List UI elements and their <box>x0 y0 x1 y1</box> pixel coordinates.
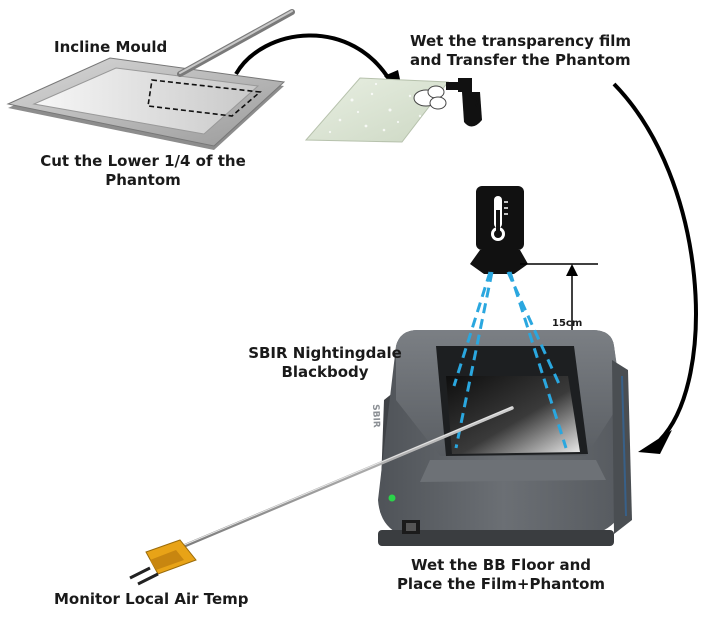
thermocouple-plug <box>129 539 197 586</box>
cut-phantom-line2: Phantom <box>105 171 181 189</box>
blackbody-label: SBIR Nightingdale Blackbody <box>240 344 410 382</box>
monitor-air-label: Monitor Local Air Temp <box>54 590 249 608</box>
wet-floor-line1: Wet the BB Floor and <box>410 556 592 574</box>
ir-beams <box>452 271 568 449</box>
wet-film-label: Wet the transparency film and Transfer t… <box>410 32 631 70</box>
thermocouple-probe <box>182 406 514 548</box>
arrow-film-to-blackbody <box>612 82 698 442</box>
arrow-mould-to-film <box>234 33 394 85</box>
distance-label: 15cm <box>552 318 583 329</box>
status-led <box>388 494 396 502</box>
spray-bottle-icon <box>446 78 482 127</box>
blackbody-device <box>378 330 632 546</box>
blackbody-line1: SBIR Nightingdale <box>248 344 402 362</box>
wet-floor-label: Wet the BB Floor and Place the Film+Phan… <box>376 556 626 594</box>
wet-film-line1: Wet the transparency film <box>410 32 632 50</box>
cut-phantom-label: Cut the Lower 1/4 of the Phantom <box>28 152 258 190</box>
wet-film-line2: and Transfer the Phantom <box>410 51 631 69</box>
transparency-film <box>304 77 449 143</box>
incline-mould-label: Incline Mould <box>54 38 168 56</box>
arrow-film-to-blackbody-head <box>638 430 672 454</box>
wet-floor-line2: Place the Film+Phantom <box>396 575 606 593</box>
cut-phantom-line1: Cut the Lower 1/4 of the <box>40 152 246 170</box>
incline-mould <box>6 9 295 150</box>
thermometer-icon <box>491 196 508 241</box>
blackbody-line2: Blackbody <box>281 363 369 381</box>
spray-mist <box>413 85 447 110</box>
blackbody-side-text: SBIR <box>370 404 381 428</box>
